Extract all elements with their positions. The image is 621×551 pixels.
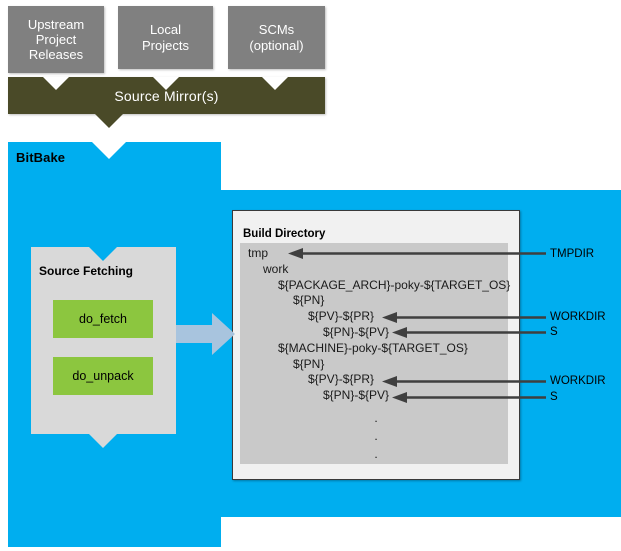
mirror-to-bitbake-arrow-icon: [95, 114, 123, 128]
callout-label-workdir-lower: WORKDIR: [550, 375, 606, 387]
directory-tree-ellipsis-dot: .: [374, 429, 378, 443]
source-box-scms-optional[interactable]: SCMs (optional): [228, 6, 325, 69]
directory-tree-line: ${PN}-${PV}: [323, 388, 390, 403]
directory-tree-ellipsis-dot: .: [374, 411, 378, 425]
directory-tree-ellipsis-dot: .: [374, 447, 378, 461]
callout-arrow-s-upper-icon: [392, 327, 546, 338]
directory-tree-line: ${PN}: [293, 293, 325, 308]
source-mirror-label: Source Mirror(s): [114, 87, 219, 104]
source-box-label: Local Projects: [142, 22, 189, 53]
callout-arrow-workdir-upper-icon: [382, 312, 546, 323]
directory-tree-line: work: [263, 261, 289, 276]
directory-tree-line: ${PN}: [293, 356, 325, 371]
callout-arrow-workdir-lower-icon: [382, 376, 546, 387]
source-fetching-top-notch-icon: [89, 247, 117, 261]
bitbake-label: BitBake: [16, 150, 66, 165]
directory-tree-ellipsis: ...: [248, 409, 504, 463]
source-box-local-projects[interactable]: Local Projects: [118, 6, 213, 69]
directory-tree-line: tmp: [248, 246, 269, 260]
directory-tree-line: ${PV}-${PR}: [308, 372, 375, 387]
source-box-label: Upstream Project Releases: [27, 16, 85, 63]
directory-tree-line: ${PV}-${PR}: [308, 309, 375, 324]
bitbake-top-notch-icon: [92, 142, 126, 159]
task-do-unpack[interactable]: do_unpack: [53, 357, 153, 395]
source-fetching-panel: [31, 247, 176, 434]
callout-label-s-lower: S: [550, 391, 558, 403]
directory-tree-panel: [240, 243, 508, 464]
callout-label-s-upper: S: [550, 326, 558, 338]
source-fetching-bottom-arrow-icon: [89, 434, 117, 448]
source-fetching-title: Source Fetching: [39, 264, 134, 278]
callout-label-workdir-upper: WORKDIR: [550, 311, 606, 323]
task-label: do_fetch: [79, 312, 127, 326]
callout-arrow-s-lower-icon: [392, 392, 546, 403]
notch-from-local-icon: [153, 77, 179, 90]
source-to-build-flow-arrow-icon: [176, 313, 236, 355]
source-box-upstream-project-releases[interactable]: Upstream Project Releases: [8, 6, 104, 73]
task-label: do_unpack: [72, 369, 134, 383]
directory-tree-line: ${MACHINE}-poky-${TARGET_OS}: [278, 340, 468, 355]
task-do-fetch[interactable]: do_fetch: [53, 300, 153, 338]
callout-label-tmpdir: TMPDIR: [550, 248, 595, 260]
notch-from-upstream-icon: [43, 77, 69, 90]
build-directory-title: Build Directory: [243, 228, 326, 240]
source-box-label: SCMs (optional): [249, 22, 304, 53]
directory-tree-line: ${PACKAGE_ARCH}-poky-${TARGET_OS}: [278, 277, 511, 292]
callout-arrow-tmpdir-icon: [288, 248, 546, 259]
notch-from-scms-icon: [262, 77, 288, 90]
directory-tree-line: ${PN}-${PV}: [323, 324, 390, 339]
